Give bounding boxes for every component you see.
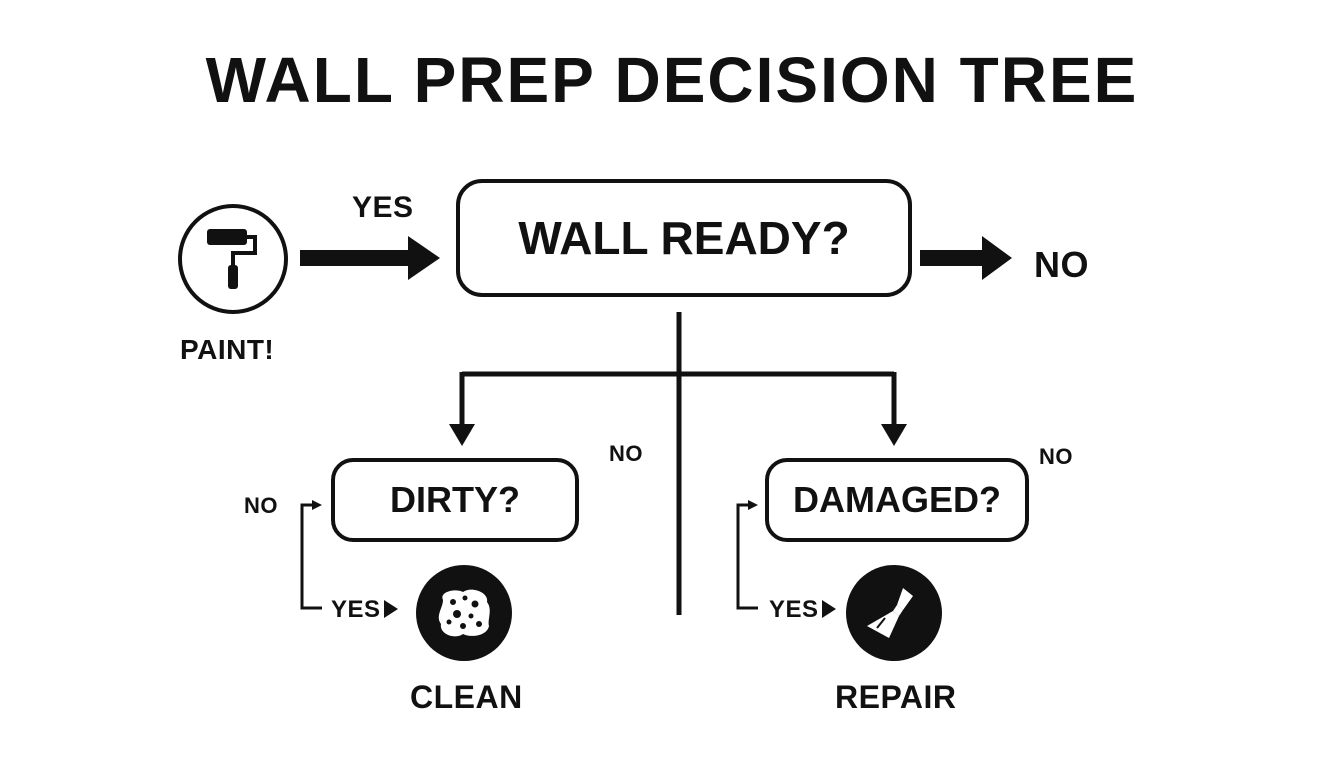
node-damaged: DAMAGED? (765, 458, 1029, 542)
node-damaged-label: DAMAGED? (793, 479, 1001, 520)
label-paint: PAINT! (180, 334, 275, 365)
dirty-bracket (300, 500, 398, 618)
label-no-dirty: NO (244, 493, 278, 518)
label-yes-top: YES (352, 191, 414, 224)
node-wall-ready: WALL READY? (456, 179, 912, 297)
damaged-bracket (736, 500, 836, 618)
label-no-mid: NO (609, 441, 643, 466)
sponge-icon (416, 565, 512, 661)
arrow-main-to-no (920, 236, 1012, 280)
arrow-yes-to-main (300, 236, 440, 280)
label-repair: REPAIR (835, 679, 957, 715)
arrow-to-damaged (881, 372, 907, 446)
page-title: WALL PREP DECISION TREE (205, 44, 1139, 116)
label-no-right: NO (1034, 244, 1089, 285)
node-dirty-label: DIRTY? (390, 479, 520, 520)
label-no-damaged: NO (1039, 444, 1073, 469)
label-clean: CLEAN (410, 679, 523, 715)
putty-knife-icon (846, 565, 942, 661)
label-yes-damaged: YES (769, 596, 819, 623)
arrow-to-dirty (449, 372, 475, 446)
label-yes-dirty: YES (331, 596, 381, 623)
node-dirty: DIRTY? (331, 458, 579, 542)
paint-roller-icon (178, 204, 288, 314)
node-wall-ready-label: WALL READY? (518, 212, 850, 264)
